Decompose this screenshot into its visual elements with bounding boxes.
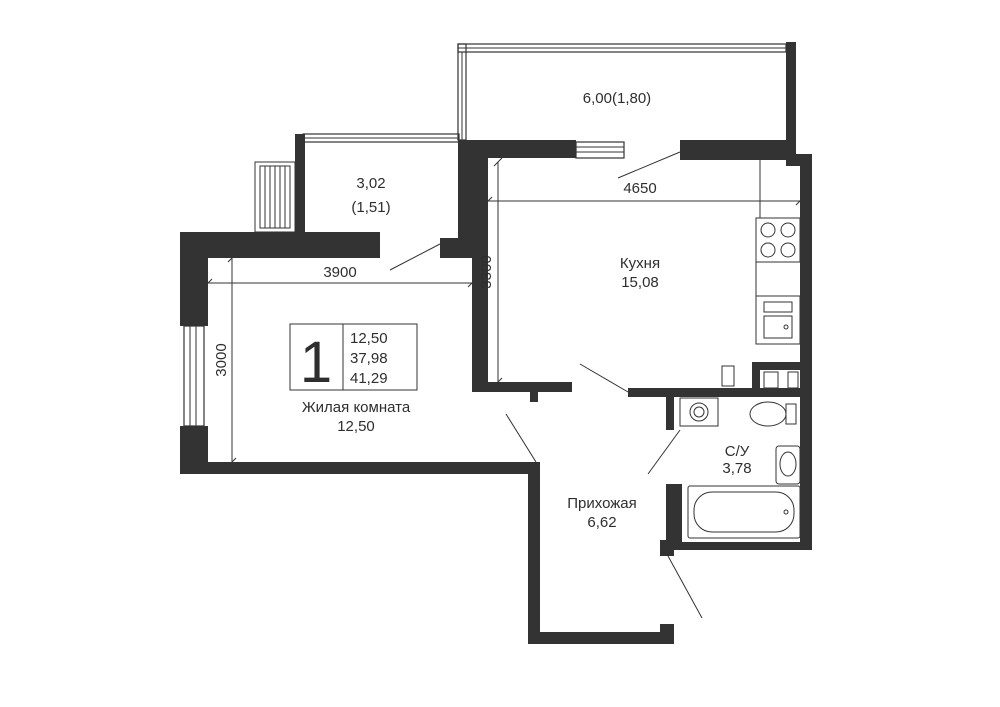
door-living: [505, 413, 537, 463]
bathroom-fixtures: [679, 397, 801, 539]
door-entrance: [667, 555, 703, 619]
summary-total-with-balcony: 41,29: [350, 370, 388, 387]
wall-balcony-side: [295, 134, 305, 234]
wall-kitchen-bottom-right: [628, 388, 752, 397]
living-room-name: Жилая комната: [302, 399, 411, 416]
stove-icon: [755, 217, 801, 263]
wall-hall-bottom: [528, 632, 674, 644]
door-bathroom: [647, 429, 681, 475]
wall-balcony-stub: [295, 134, 303, 162]
kitchen-area: 15,08: [621, 274, 659, 291]
summary-total-area: 37,98: [350, 350, 388, 367]
wall-bath-left-lower: [666, 484, 682, 550]
wall-bath-left-upper: [666, 396, 674, 430]
living-depth-dimension: 3000: [213, 343, 230, 376]
balcony-area-label: 3,02: [356, 175, 385, 192]
toilet-tank-icon: [785, 403, 797, 425]
wall-loggia-right: [786, 42, 796, 160]
wall-kitchen-bottom-left: [472, 382, 572, 392]
bathtub-icon: [687, 485, 801, 539]
summary-box: 1 12,50 37,98 41,29: [289, 323, 418, 395]
door-loggia: [617, 151, 681, 179]
wall-shaft-top: [752, 362, 812, 370]
doors: [389, 151, 703, 619]
balcony-reduced-area-label: (1,51): [351, 199, 390, 216]
rooms-count: 1: [300, 330, 332, 395]
hall-name: Прихожая: [567, 495, 637, 512]
bathroom-name: С/У: [725, 443, 750, 460]
sink-icon: [755, 295, 801, 345]
radiator-grill: [254, 161, 296, 233]
living-window: [183, 325, 205, 427]
kitchen-fixtures: [721, 217, 801, 389]
wall-hall-corner: [660, 624, 674, 644]
wall-hall-left: [528, 462, 540, 644]
washing-machine-icon: [679, 397, 719, 427]
wall-kitchen-top-right: [680, 140, 786, 160]
wall-kitchen-top-left: [458, 140, 576, 158]
door-balcony: [389, 243, 441, 271]
walls: [180, 42, 812, 644]
fridge-icon: [721, 365, 735, 387]
kitchen-name: Кухня: [620, 255, 660, 272]
dimension-lines: [203, 157, 805, 467]
loggia-area-label: 6,00(1,80): [583, 90, 651, 107]
toilet-icon: [749, 401, 787, 427]
summary-living-area: 12,50: [350, 330, 388, 347]
kitchen-depth-dimension: 3300: [478, 255, 495, 288]
wall-living-top: [180, 232, 380, 258]
living-width-dimension: 3900: [323, 264, 356, 281]
bathroom-area: 3,78: [722, 460, 751, 477]
wall-shaft-bottom: [752, 388, 812, 397]
kitchen-window: [575, 141, 625, 159]
wall-kitchen-left: [472, 158, 488, 388]
wall-living-bottom: [180, 462, 536, 474]
wall-shaft-left: [752, 362, 760, 396]
summary-frame: [289, 323, 418, 391]
living-room-area: 12,50: [337, 418, 375, 435]
wall-stub: [530, 388, 538, 402]
door-kitchen: [579, 363, 629, 393]
kitchen-width-dimension: 4650: [623, 180, 656, 197]
hall-area: 6,62: [587, 514, 616, 531]
wall-right-outer: [800, 154, 812, 550]
wall-bath-bottom: [666, 542, 812, 550]
windows: [183, 43, 787, 427]
